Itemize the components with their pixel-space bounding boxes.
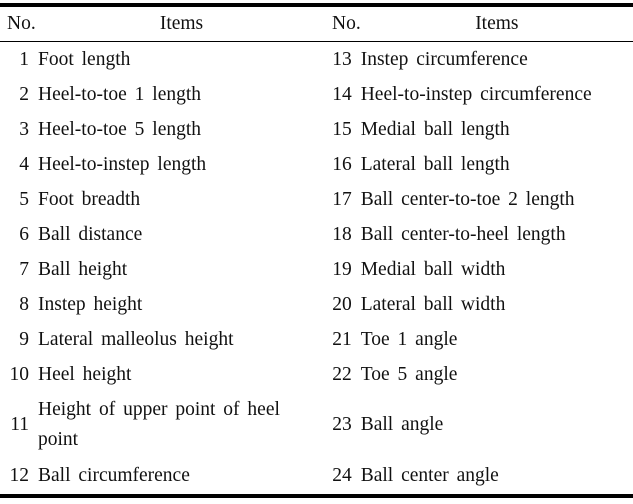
item-number: 11 — [10, 414, 29, 435]
item-name: Heel-to-toe 1 length — [38, 83, 202, 105]
header-row: No. Items No. Items — [0, 5, 633, 42]
table-row: 10 Heel height 22 Toe 5 angle — [0, 357, 633, 392]
table-row: 12 Ball circumference 24 Ball center angle — [0, 458, 633, 496]
item-name: Ball circumference — [38, 465, 190, 486]
item-name: Heel-to-instep circumference — [360, 83, 592, 105]
item-name: Lateral ball length — [360, 153, 510, 175]
item-name: Ball distance — [38, 223, 143, 245]
item-name: Ball center angle — [360, 465, 499, 486]
item-number: 9 — [19, 328, 29, 350]
item-number: 16 — [332, 153, 352, 175]
item-number: 1 — [19, 48, 29, 70]
table-row: 3 Heel-to-toe 5 length 15 Medial ball lengt… — [0, 112, 633, 147]
item-number: 8 — [19, 293, 29, 315]
item-number: 4 — [19, 153, 29, 175]
item-name: Toe 5 angle — [360, 363, 458, 385]
item-number: 18 — [332, 223, 352, 245]
item-number: 14 — [332, 83, 352, 105]
table-row: 2 Heel-to-toe 1 length 14 Heel-to-instep ci… — [0, 77, 633, 112]
item-name: Foot length — [38, 48, 131, 70]
item-number: 21 — [332, 328, 352, 350]
item-number: 3 — [19, 118, 29, 140]
table-row: 6 Ball distance 18 Ball center-to-heel leng… — [0, 217, 633, 252]
item-number: 13 — [332, 48, 352, 70]
item-number: 10 — [9, 363, 30, 385]
item-number: 22 — [332, 363, 352, 385]
table-row: 5 Foot breadth 17 Ball center-to-toe 2 leng… — [0, 182, 633, 217]
item-name: Ball center-to-heel length — [360, 223, 566, 245]
item-name: Lateral malleolus height — [38, 328, 234, 350]
item-name: Ball angle — [360, 414, 444, 435]
item-number: 17 — [332, 188, 352, 210]
item-number: 12 — [9, 465, 30, 486]
table-row: 4 Heel-to-instep length 16 Lateral ball len… — [0, 147, 633, 182]
item-name: Medial ball length — [360, 118, 510, 140]
item-name: Heel-to-toe 5 length — [38, 118, 202, 140]
item-number: 7 — [19, 258, 29, 280]
item-name: Instep circumference — [360, 48, 528, 70]
item-name: Height of upper point of heel point — [38, 399, 280, 450]
item-number: 20 — [332, 293, 352, 315]
item-number: 23 — [332, 414, 352, 435]
header-no-right: No. — [332, 13, 361, 34]
item-number: 5 — [19, 188, 29, 210]
header-items-right: Items — [475, 13, 519, 34]
item-number: 6 — [19, 223, 29, 245]
item-number: 2 — [19, 83, 29, 105]
header-no-left: No. — [7, 13, 36, 34]
item-name: Foot breadth — [38, 188, 141, 210]
item-name: Ball center-to-toe 2 length — [360, 188, 575, 210]
item-name: Heel height — [38, 363, 132, 385]
table-row: 9 Lateral malleolus height 21 Toe 1 angle — [0, 322, 633, 357]
item-number: 15 — [332, 118, 352, 140]
item-name: Heel-to-instep length — [38, 153, 207, 175]
item-number: 19 — [332, 258, 352, 280]
table-row: 7 Ball height 19 Medial ball width — [0, 252, 633, 287]
table-row: 1 Foot length 13 Instep circumference — [0, 42, 633, 78]
item-name: Medial ball width — [360, 258, 506, 280]
header-items-left: Items — [159, 13, 204, 34]
table-row: 8 Instep height 20 Lateral ball width — [0, 287, 633, 322]
table-row: 11 Height of upper point of heel point 23 B… — [0, 392, 633, 458]
item-name: Instep height — [38, 293, 143, 315]
item-name: Ball height — [38, 258, 128, 280]
item-name: Toe 1 angle — [360, 328, 458, 350]
item-number: 24 — [332, 465, 352, 486]
item-name: Lateral ball width — [360, 293, 506, 315]
